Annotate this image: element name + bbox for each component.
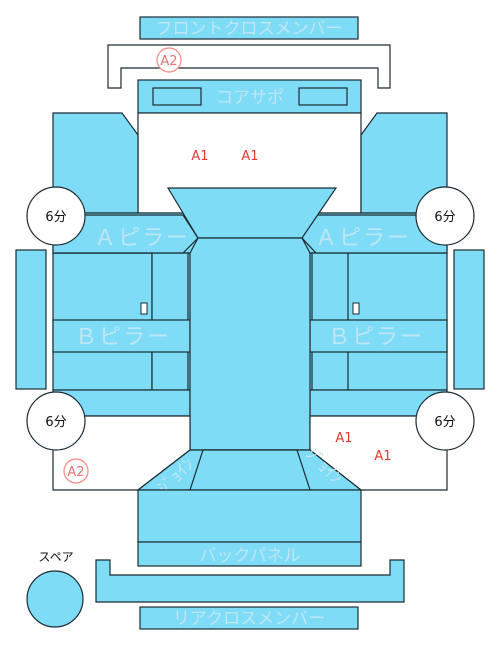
right-a-pillar[interactable]: Ａピラー <box>301 214 448 254</box>
right-a-pillar-label: Ａピラー <box>315 226 411 251</box>
front-a1-right-mark: A1 <box>241 149 258 164</box>
back-panel[interactable]: バックパネル <box>137 489 362 567</box>
rear-left-rating[interactable]: 6分 <box>26 391 86 451</box>
svg-text:6分: 6分 <box>45 210 66 225</box>
svg-text:6分: 6分 <box>434 415 455 430</box>
rear-cross-member-label: リアクロスメンバー <box>173 609 325 629</box>
rear-a2-mark: A2 <box>63 458 89 484</box>
right-side-sill[interactable] <box>453 249 485 390</box>
rear-bumper-bracket <box>95 559 405 603</box>
right-b-pillar-label: Ｂピラー <box>328 325 424 350</box>
core-support[interactable]: コアサポ <box>137 79 362 114</box>
roof-panel[interactable] <box>166 187 338 451</box>
front-right-rating[interactable]: 6分 <box>415 186 475 246</box>
front-a2-mark: A2 <box>156 47 182 73</box>
left-a-pillar-label: Ａピラー <box>94 226 190 251</box>
rear-a1-lower-mark: A1 <box>374 449 391 464</box>
front-cross-member-label: フロントクロスメンバー <box>156 19 343 39</box>
back-panel-label: バックパネル <box>199 546 300 566</box>
front-a1-left-mark: A1 <box>191 149 208 164</box>
spare-label: スペア <box>38 550 73 564</box>
front-cross-member[interactable]: フロントクロスメンバー <box>139 16 359 40</box>
spare-tire[interactable]: スペア <box>26 550 84 628</box>
rear-a1-upper-mark: A1 <box>335 431 352 446</box>
svg-text:A2: A2 <box>67 465 84 480</box>
svg-text:6分: 6分 <box>45 415 66 430</box>
left-a-pillar[interactable]: Ａピラー <box>52 214 199 254</box>
core-support-label: コアサポ <box>216 88 284 108</box>
rear-right-rating[interactable]: 6分 <box>415 391 475 451</box>
svg-text:A2: A2 <box>160 54 177 69</box>
front-left-rating[interactable]: 6分 <box>26 186 86 246</box>
left-side-sill[interactable] <box>15 249 47 390</box>
rear-cross-member[interactable]: リアクロスメンバー <box>139 606 359 630</box>
svg-text:6分: 6分 <box>434 210 455 225</box>
left-b-pillar-label: Ｂピラー <box>75 325 171 350</box>
